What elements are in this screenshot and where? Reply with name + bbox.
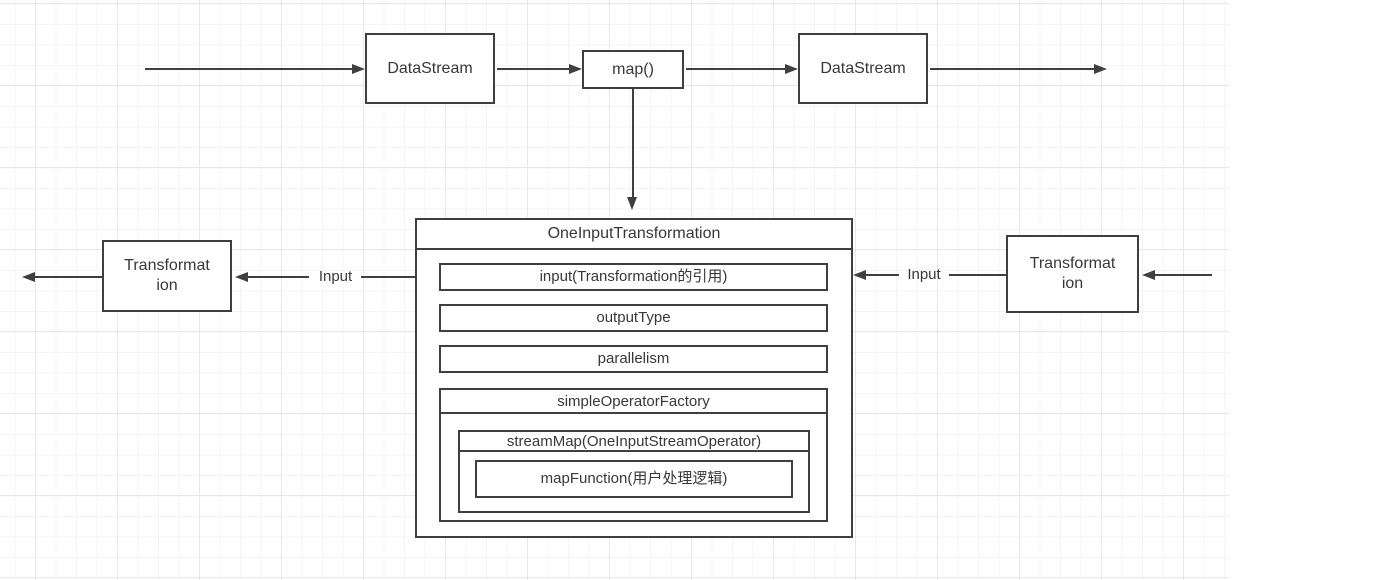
arrowhead-left-icon — [853, 270, 866, 280]
diagram-canvas: DataStream map() DataStream Transformat … — [0, 0, 1229, 580]
edge-map-to-result — [686, 68, 786, 70]
transformation-left-box: Transformat ion — [102, 240, 232, 312]
arrowhead-left-icon — [22, 272, 35, 282]
map-operator-box: map() — [582, 50, 684, 89]
edge-out-of-left-transformation — [34, 276, 103, 278]
transformation-left-label-line1: Transformat — [124, 257, 210, 274]
datastream-source-label: DataStream — [387, 59, 473, 77]
stream-map-title: streamMap(OneInputStreamOperator) — [460, 432, 808, 452]
edge-out-of-result — [930, 68, 1095, 70]
transformation-right-box: Transformat ion — [1006, 235, 1139, 313]
datastream-source-box: DataStream — [365, 33, 495, 104]
arrowhead-right-icon — [352, 64, 365, 74]
datastream-result-label: DataStream — [820, 59, 906, 77]
edge-input-right-b — [949, 274, 1006, 276]
arrowhead-left-icon — [235, 272, 248, 282]
datastream-result-box: DataStream — [798, 33, 928, 104]
field-parallelism-box: parallelism — [439, 345, 828, 373]
field-input-label: input(Transformation的引用) — [539, 267, 728, 285]
input-label-left: Input — [318, 268, 353, 285]
stream-map-box: streamMap(OneInputStreamOperator) mapFun… — [458, 430, 810, 513]
transformation-right-label-line2: ion — [1061, 275, 1084, 292]
map-function-label: mapFunction(用户处理逻辑) — [540, 469, 728, 487]
one-input-transformation-title: OneInputTransformation — [417, 220, 851, 250]
edge-source-to-map — [497, 68, 570, 70]
edge-input-left-b — [361, 276, 415, 278]
one-input-transformation-box: OneInputTransformation input(Transformat… — [415, 218, 853, 538]
map-operator-label: map() — [612, 60, 654, 78]
field-input-box: input(Transformation的引用) — [439, 263, 828, 291]
arrowhead-left-icon — [1142, 270, 1155, 280]
edge-into-source — [145, 68, 353, 70]
edge-input-left-a — [248, 276, 309, 278]
transformation-left-label-line2: ion — [156, 277, 178, 294]
arrowhead-right-icon — [1094, 64, 1107, 74]
input-label-right: Input — [907, 266, 941, 283]
field-output-type-box: outputType — [439, 304, 828, 332]
arrowhead-down-icon — [627, 197, 637, 210]
arrowhead-right-icon — [569, 64, 582, 74]
map-function-box: mapFunction(用户处理逻辑) — [475, 460, 793, 498]
field-output-type-label: outputType — [596, 308, 671, 326]
edge-into-right-transformation — [1155, 274, 1212, 276]
arrowhead-right-icon — [785, 64, 798, 74]
field-parallelism-label: parallelism — [597, 349, 670, 367]
edge-input-right-a — [866, 274, 899, 276]
simple-operator-factory-box: simpleOperatorFactory streamMap(OneInput… — [439, 388, 828, 522]
edge-map-to-transformation — [632, 89, 634, 197]
transformation-right-label-line1: Transformat — [1029, 255, 1116, 272]
simple-operator-factory-title: simpleOperatorFactory — [441, 390, 826, 414]
